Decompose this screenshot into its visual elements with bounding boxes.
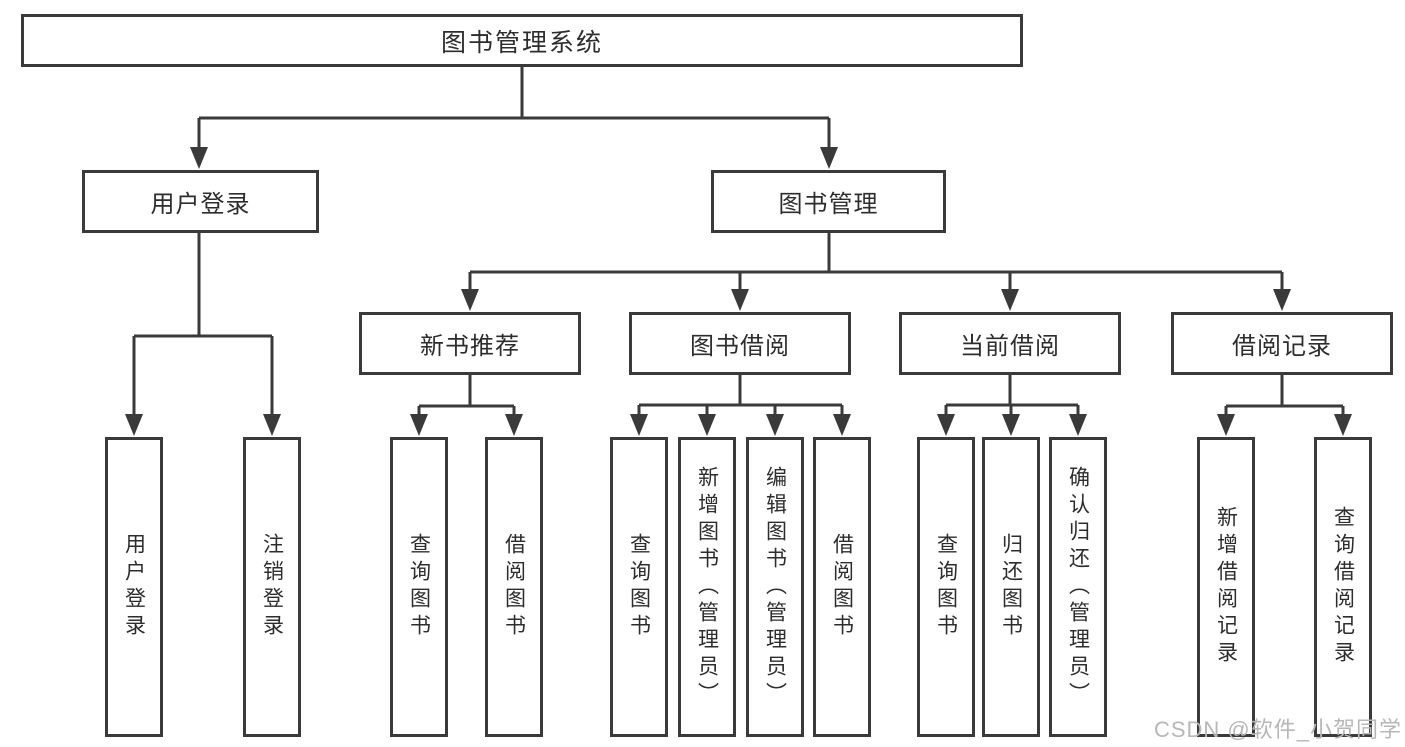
node-borrowing-records: 借阅记录 — [1171, 312, 1393, 375]
node-current-borrowing: 当前借阅 — [899, 312, 1121, 375]
node-new-book-recommendation: 新书推荐 — [359, 312, 581, 375]
leaf-borrow-books: 借阅图书 — [813, 437, 871, 737]
leaf-query-books-borrow: 查询图书 — [610, 437, 668, 737]
node-book-borrowing: 图书借阅 — [629, 312, 851, 375]
leaf-add-borrow-record: 新增借阅记录 — [1197, 437, 1255, 737]
leaf-return-books: 归还图书 — [982, 437, 1040, 737]
leaf-query-books-recommend: 查询图书 — [390, 437, 448, 737]
node-user-login: 用户登录 — [82, 170, 319, 233]
leaf-query-borrow-record: 查询借阅记录 — [1314, 437, 1372, 737]
leaf-user-login: 用户登录 — [105, 437, 163, 737]
leaf-logout-login: 注销登录 — [243, 437, 301, 737]
leaf-edit-books-admin: 编辑图书（管理员） — [746, 437, 804, 737]
node-book-management: 图书管理 — [711, 170, 946, 233]
csdn-watermark: CSDN @软件_小贺同学 — [1153, 717, 1402, 742]
leaf-confirm-return-admin: 确认归还（管理员） — [1049, 437, 1107, 737]
leaf-query-books-current: 查询图书 — [917, 437, 975, 737]
arrowheads — [125, 147, 1352, 436]
leaf-add-books-admin: 新增图书（管理员） — [678, 437, 736, 737]
node-library-management-system: 图书管理系统 — [21, 14, 1023, 67]
leaf-borrow-books-recommend: 借阅图书 — [485, 437, 543, 737]
